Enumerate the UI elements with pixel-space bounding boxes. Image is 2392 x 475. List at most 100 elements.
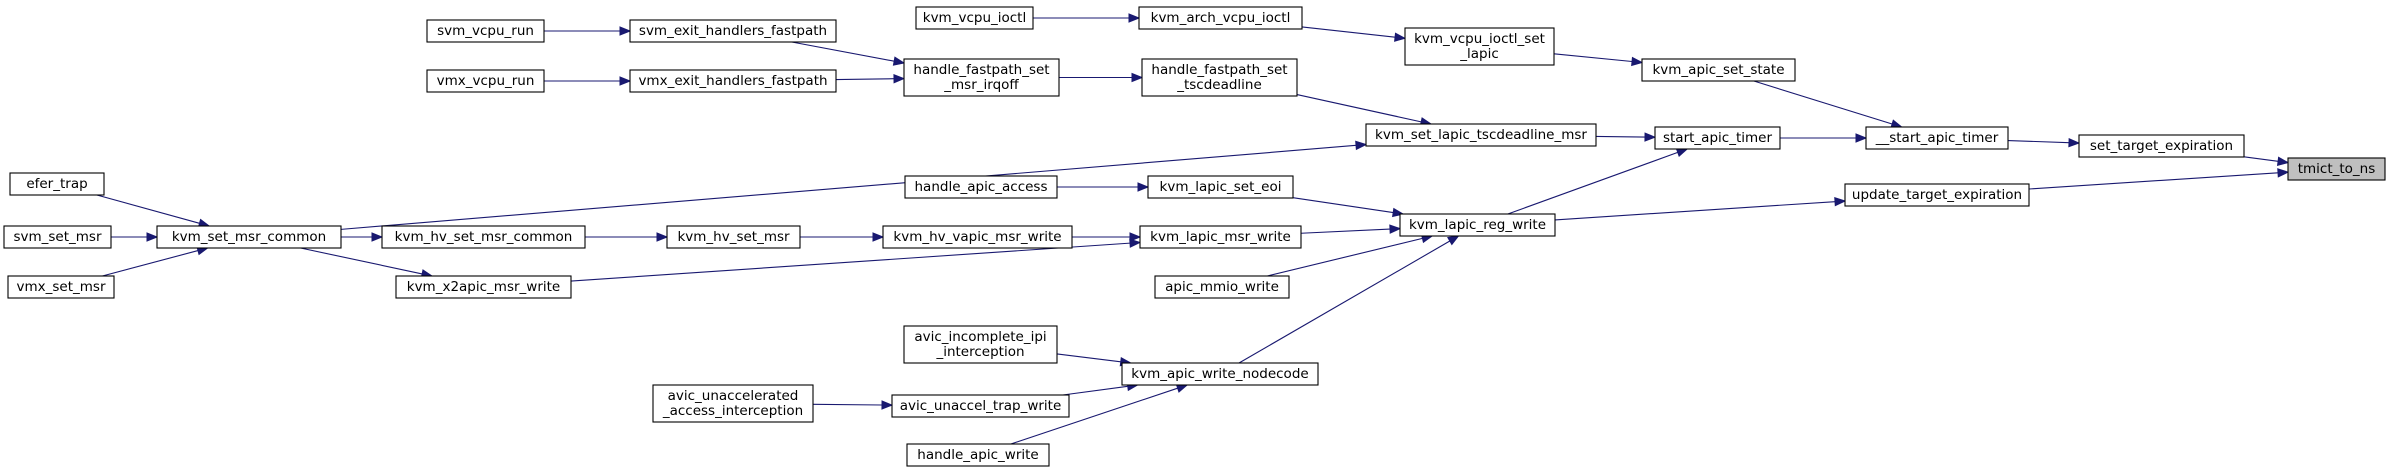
edge-handle_fastpath_set_msr_irqoff-to-handle_fastpath_set_tscdeadline — [1059, 72, 1144, 83]
node-vmx-exit-handlers-fastpath[interactable]: vmx_exit_handlers_fastpath — [629, 69, 837, 93]
edge-line — [812, 403, 883, 406]
node-box — [915, 6, 1034, 30]
node-label: kvm_hv_set_msr_common — [395, 229, 573, 245]
node-label: kvm_apic_write_nodecode — [1131, 366, 1308, 382]
edge-kvm_arch_vcpu_ioctl-to-kvm_vcpu_ioctl_set_lapic — [1301, 26, 1407, 42]
edge-kvm_set_msr_common-to-kvm_x2apic_msr_write — [300, 247, 434, 279]
node-kvm-vcpu-ioctl[interactable]: kvm_vcpu_ioctl — [915, 6, 1034, 30]
node-kvm-hv-set-msr-common[interactable]: kvm_hv_set_msr_common — [381, 225, 586, 249]
edge-svm_set_msr-to-kvm_set_msr_common — [111, 232, 159, 242]
node-start-apic-timer[interactable]: start_apic_timer — [1654, 126, 1781, 150]
node-label: kvm_vcpu_ioctl_set — [1414, 31, 1545, 47]
node-svm-vcpu-run[interactable]: svm_vcpu_run — [426, 19, 545, 43]
node-svm-set-msr[interactable]: svm_set_msr — [3, 225, 112, 249]
arrowhead-icon — [872, 232, 885, 242]
arrowhead-icon — [656, 232, 669, 242]
edge-start_apic_timer-to-__start_apic_timer — [1780, 133, 1868, 143]
node-handle-fastpath-set-tscdeadline[interactable]: handle_fastpath_set_tscdeadline — [1141, 58, 1298, 97]
node-label: kvm_x2apic_msr_write — [407, 279, 560, 295]
node-avic-incomplete-ipi-interception[interactable]: avic_incomplete_ipi_interception — [903, 325, 1058, 364]
node-tmict-to-ns[interactable]: tmict_to_ns — [2287, 157, 2386, 181]
edge-line — [102, 250, 199, 277]
node-box — [9, 172, 105, 196]
node-handle-fastpath-set-msr-irqoff[interactable]: handle_fastpath_set_msr_irqoff — [903, 58, 1060, 97]
node-label: handle_fastpath_set — [913, 62, 1049, 78]
edge-line — [570, 242, 1131, 282]
node-avic-unaccelerated-access-interception[interactable]: avic_unaccelerated_access_interception — [652, 384, 814, 423]
node-box — [1844, 183, 2030, 207]
arrowhead-icon — [1855, 133, 1868, 143]
node-label: set_target_expiration — [2090, 138, 2233, 154]
edge-kvm_x2apic_msr_write-to-kvm_lapic_msr_write — [570, 238, 1142, 282]
node-label: svm_vcpu_run — [437, 23, 534, 39]
node-kvm-vcpu-ioctl-set-lapic[interactable]: kvm_vcpu_ioctl_set_lapic — [1404, 27, 1555, 66]
node-handle-apic-access[interactable]: handle_apic_access — [904, 175, 1058, 199]
node-box — [156, 225, 342, 249]
node-box — [906, 443, 1050, 467]
node-box — [1365, 123, 1597, 147]
edge-kvm_vcpu_ioctl_set_lapic-to-kvm_apic_set_state — [1553, 53, 1644, 67]
node-box — [666, 225, 801, 249]
node-label: svm_set_msr — [13, 229, 101, 245]
arrowhead-icon — [1128, 13, 1141, 23]
node-set-target-expiration[interactable]: set_target_expiration — [2078, 134, 2245, 158]
node-kvm-lapic-set-eoi[interactable]: kvm_lapic_set_eoi — [1147, 175, 1294, 199]
node-box — [1399, 213, 1556, 237]
node-vmx-vcpu-run[interactable]: vmx_vcpu_run — [426, 69, 545, 93]
node-box — [1138, 6, 1303, 30]
node-label: _lapic — [1459, 46, 1499, 62]
edge-line — [1300, 228, 1391, 234]
arrowhead-icon — [1137, 182, 1150, 192]
node-kvm-hv-vapic-msr-write[interactable]: kvm_hv_vapic_msr_write — [882, 225, 1073, 249]
node-label: _access_interception — [662, 403, 803, 419]
node---start-apic-timer[interactable]: __start_apic_timer — [1865, 126, 2009, 150]
node-update-target-expiration[interactable]: update_target_expiration — [1844, 183, 2030, 207]
node-kvm-hv-set-msr[interactable]: kvm_hv_set_msr — [666, 225, 801, 249]
node-box — [3, 225, 112, 249]
edge-line — [1753, 80, 1893, 125]
arrowhead-icon — [619, 76, 632, 86]
node-box — [426, 19, 545, 43]
node-efer-trap[interactable]: efer_trap — [9, 172, 105, 196]
node-label: kvm_apic_set_state — [1652, 62, 1784, 78]
node-box — [1121, 362, 1319, 386]
edge-update_target_expiration-to-tmict_to_ns — [2028, 168, 2290, 190]
node-vmx-set-msr[interactable]: vmx_set_msr — [7, 275, 115, 299]
node-box — [629, 69, 837, 93]
edge-kvm_lapic_set_eoi-to-kvm_lapic_reg_write — [1292, 197, 1405, 218]
node-kvm-lapic-msr-write[interactable]: kvm_lapic_msr_write — [1139, 225, 1302, 249]
node-label: avic_incomplete_ipi — [914, 329, 1046, 345]
node-box — [1865, 126, 2009, 150]
nodes-layer: tmict_to_ns set_target_expiration update_t… — [3, 6, 2386, 467]
arrowhead-icon — [146, 232, 159, 242]
node-label: kvm_set_lapic_tscdeadline_msr — [1375, 127, 1587, 143]
node-kvm-x2apic-msr-write[interactable]: kvm_x2apic_msr_write — [395, 275, 572, 299]
node-kvm-lapic-reg-write[interactable]: kvm_lapic_reg_write — [1399, 213, 1556, 237]
node-label: efer_trap — [26, 176, 87, 192]
edge-line — [1238, 240, 1451, 364]
node-kvm-apic-write-nodecode[interactable]: kvm_apic_write_nodecode — [1121, 362, 1319, 386]
arrowhead-icon — [1355, 140, 1368, 151]
node-kvm-arch-vcpu-ioctl[interactable]: kvm_arch_vcpu_ioctl — [1138, 6, 1303, 30]
node-svm-exit-handlers-fastpath[interactable]: svm_exit_handlers_fastpath — [629, 19, 837, 43]
node-handle-apic-write[interactable]: handle_apic_write — [906, 443, 1050, 467]
node-apic-mmio-write[interactable]: apic_mmio_write — [1154, 275, 1290, 299]
arrowhead-icon — [2068, 137, 2081, 148]
node-box — [1641, 58, 1796, 82]
node-label: kvm_set_msr_common — [172, 229, 326, 245]
node-box — [381, 225, 586, 249]
node-avic-unaccel-trap-write[interactable]: avic_unaccel_trap_write — [891, 394, 1070, 418]
node-label: avic_unaccel_trap_write — [900, 398, 1062, 414]
node-label: _interception — [935, 344, 1024, 360]
node-box — [7, 275, 115, 299]
node-kvm-apic-set-state[interactable]: kvm_apic_set_state — [1641, 58, 1796, 82]
node-box — [1154, 275, 1290, 299]
edge-avic_unaccelerated_access_interception-to-avic_unaccel_trap_write — [812, 400, 894, 410]
arrowhead-icon — [1131, 72, 1144, 83]
edge-line — [340, 144, 1357, 230]
arrowhead-icon — [1447, 235, 1460, 246]
node-kvm-set-lapic-tscdeadline-msr[interactable]: kvm_set_lapic_tscdeadline_msr — [1365, 123, 1597, 147]
node-kvm-set-msr-common[interactable]: kvm_set_msr_common — [156, 225, 342, 249]
edge-line — [1010, 387, 1178, 445]
arrowhead-icon — [619, 26, 632, 36]
